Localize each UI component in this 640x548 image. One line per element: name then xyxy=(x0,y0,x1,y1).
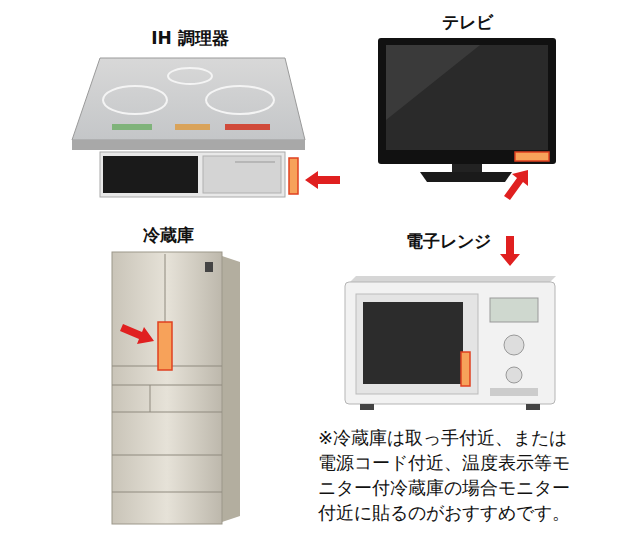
appliance-name: 冷蔵庫 xyxy=(143,224,194,247)
red-arrow xyxy=(305,171,340,189)
sticker xyxy=(461,352,470,386)
note-text: ※冷蔵庫は取っ手付近、または電源コード付近、温度表示等モニター付冷蔵庫の場合モニ… xyxy=(318,425,575,525)
ih-cooktop xyxy=(72,58,340,197)
appliance-name: IH 調理器 xyxy=(151,27,228,50)
red-arrow xyxy=(120,324,154,344)
appliance-name: テレビ xyxy=(442,11,493,34)
refrigerator xyxy=(112,252,240,524)
microwave xyxy=(345,236,556,410)
sticker xyxy=(289,158,298,194)
red-arrow xyxy=(504,170,528,200)
television xyxy=(378,38,556,200)
sticker xyxy=(515,152,549,161)
red-arrow xyxy=(500,236,520,266)
appliance-name: 電子レンジ xyxy=(406,230,491,253)
sticker xyxy=(158,322,172,370)
